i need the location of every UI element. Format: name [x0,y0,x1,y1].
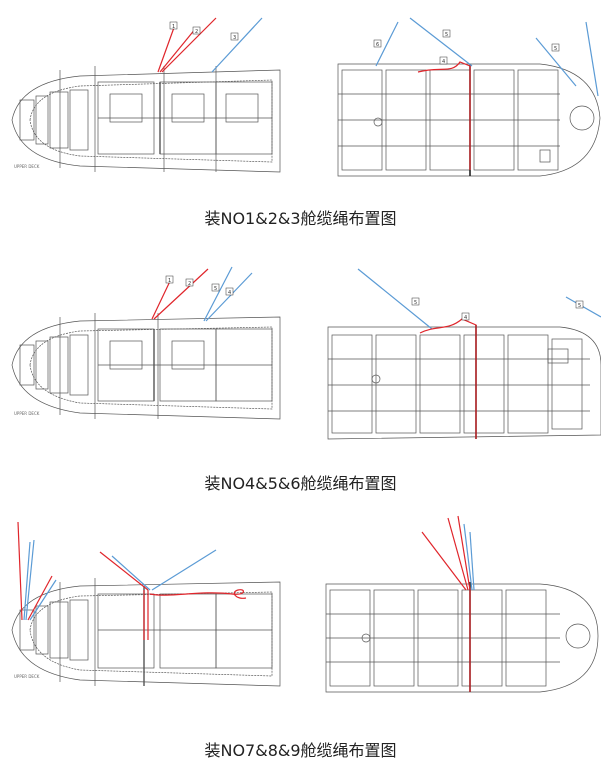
mooring-lines-left-3 [17,521,247,640]
ship-plan-right-3 [325,582,599,693]
diagram-section-1: UPPER DECK 1 2 3 [0,0,601,240]
svg-text:4: 4 [464,315,467,321]
deck-label-1: UPPER DECK [14,164,40,169]
mooring-lines-right-1 [375,17,599,170]
ship-plan-right-2 [327,325,601,440]
mooring-diagram-2: UPPER DECK 1 2 5 4 [11,266,601,440]
deck-label-2: UPPER DECK [14,411,40,416]
svg-text:1: 1 [172,24,175,30]
svg-text:6: 6 [376,42,379,48]
caption-1: 装NO1&2&3舱缆绳布置图 [204,209,397,228]
diagram-section-2: UPPER DECK 1 2 5 4 [0,255,601,495]
svg-text:4: 4 [228,290,231,296]
svg-text:3: 3 [233,35,236,41]
mooring-lines-right-3 [421,515,475,692]
caption-2: 装NO4&5&6舱缆绳布置图 [204,474,397,493]
svg-text:1: 1 [168,278,171,284]
svg-text:2: 2 [188,281,191,287]
deck-label-3: UPPER DECK [14,674,40,679]
ship-plan-left-3 [11,578,281,687]
mooring-lines-right-2 [357,268,601,439]
line-tags-left-2: 1 2 5 4 [165,275,234,296]
line-tags-right-2: 5 4 5 [411,297,584,321]
line-tags-left-1: 1 2 3 [169,21,239,41]
mooring-diagram-1: UPPER DECK 1 2 3 [11,17,601,177]
ship-plan-left-2 [11,313,281,420]
caption-3: 装NO7&8&9舱缆绳布置图 [204,741,397,760]
svg-text:2: 2 [195,29,198,35]
mooring-lines-left-2 [151,266,253,322]
mooring-lines-left-1 [157,17,263,73]
svg-text:5: 5 [214,286,217,292]
svg-text:5: 5 [445,32,448,38]
svg-text:5: 5 [554,46,557,52]
mooring-diagram-3: UPPER DECK [11,515,599,693]
ship-plan-left-1 [11,66,281,173]
svg-text:4: 4 [442,59,445,65]
svg-text:5: 5 [578,303,581,309]
svg-text:5: 5 [414,300,417,306]
ship-plan-right-1 [337,63,601,177]
line-tags-right-1: 6 5 4 5 [373,29,560,65]
diagram-section-3: UPPER DECK [0,510,601,768]
